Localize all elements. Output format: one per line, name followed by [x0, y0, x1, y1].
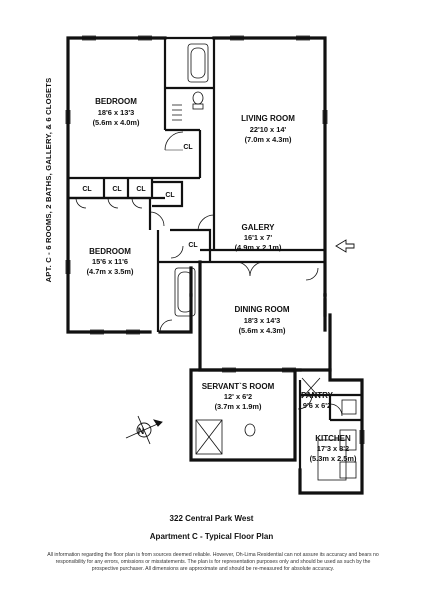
svg-text:(5.3m x 2.5m): (5.3m x 2.5m): [310, 454, 357, 463]
disclaimer-text: All information regarding the floor plan…: [47, 552, 379, 572]
closet-label: CL: [188, 242, 198, 249]
svg-text:BEDROOM: BEDROOM: [95, 97, 137, 106]
svg-text:(5.6m x 4.0m): (5.6m x 4.0m): [93, 118, 140, 127]
svg-text:SERVANT`S ROOM: SERVANT`S ROOM: [202, 382, 275, 391]
svg-text:15'6 x 11'6: 15'6 x 11'6: [92, 257, 128, 266]
svg-text:12' x 6'2: 12' x 6'2: [224, 392, 252, 401]
fixtures: [172, 43, 357, 481]
svg-text:PANTRY: PANTRY: [301, 391, 334, 400]
room-label-servants-room: SERVANT`S ROOM 12' x 6'2 (3.7m x 1.9m): [202, 382, 275, 411]
interior-walls: [68, 36, 362, 470]
doors: [75, 131, 343, 417]
closet-label: CL: [136, 186, 146, 193]
north-compass-icon: [125, 415, 163, 445]
room-label-bedroom1: BEDROOM 18'6 x 13'3 (5.6m x 4.0m): [93, 97, 140, 127]
apartment-summary-label: APT. C - 6 ROOMS, 2 BATHS, GALLERY, & 6 …: [44, 78, 53, 283]
room-label-gallery: GALERY 16'1 x 7' (4.9m x 2.1m): [235, 223, 282, 252]
svg-text:22'10 x 14': 22'10 x 14': [250, 125, 287, 134]
svg-text:GALERY: GALERY: [241, 223, 275, 232]
svg-text:18'3 x 14'3: 18'3 x 14'3: [244, 316, 280, 325]
closet-label: CL: [183, 144, 193, 151]
svg-text:LIVING ROOM: LIVING ROOM: [241, 114, 295, 123]
svg-text:9'6 x 6'2: 9'6 x 6'2: [303, 401, 331, 410]
room-label-living-room: LIVING ROOM 22'10 x 14' (7.0m x 4.3m): [241, 114, 295, 144]
walls: [66, 36, 364, 495]
entry-arrow-icon: [335, 239, 355, 253]
plan-title: Apartment C - Typical Floor Plan: [149, 532, 274, 541]
svg-text:KITCHEN: KITCHEN: [315, 434, 351, 443]
room-label-pantry: PANTRY 9'6 x 6'2: [301, 391, 334, 410]
svg-text:(3.7m x 1.9m): (3.7m x 1.9m): [215, 402, 262, 411]
svg-text:16'1 x 7': 16'1 x 7': [244, 233, 272, 242]
svg-text:18'6 x 13'3: 18'6 x 13'3: [98, 108, 134, 117]
building-address: 322 Central Park West: [169, 514, 254, 523]
floor-plan: N BEDROOM 18'6 x 13'3 (5.6m x 4.0m) LIVI…: [44, 35, 365, 495]
closet-label: CL: [112, 186, 122, 193]
svg-text:(4.9m x 2.1m): (4.9m x 2.1m): [235, 243, 282, 252]
closet-label: CL: [82, 186, 92, 193]
room-label-dining-room: DINING ROOM 18'3 x 14'3 (5.6m x 4.3m): [234, 305, 289, 335]
svg-text:DINING ROOM: DINING ROOM: [234, 305, 289, 314]
closet-labels: CL CL CL CL CL CL: [82, 144, 198, 249]
svg-text:17'3 x 8'2: 17'3 x 8'2: [317, 444, 349, 453]
svg-text:(7.0m x 4.3m): (7.0m x 4.3m): [245, 135, 292, 144]
room-label-bedroom2: BEDROOM 15'6 x 11'6 (4.7m x 3.5m): [87, 247, 134, 276]
north-label: N: [138, 426, 145, 436]
room-label-kitchen: KITCHEN 17'3 x 8'2 (5.3m x 2.5m): [310, 434, 357, 463]
windows: [65, 35, 365, 444]
svg-text:(5.6m x 4.3m): (5.6m x 4.3m): [239, 326, 286, 335]
closet-label: CL: [165, 192, 175, 199]
svg-text:(4.7m x 3.5m): (4.7m x 3.5m): [87, 267, 134, 276]
svg-text:BEDROOM: BEDROOM: [89, 247, 131, 256]
